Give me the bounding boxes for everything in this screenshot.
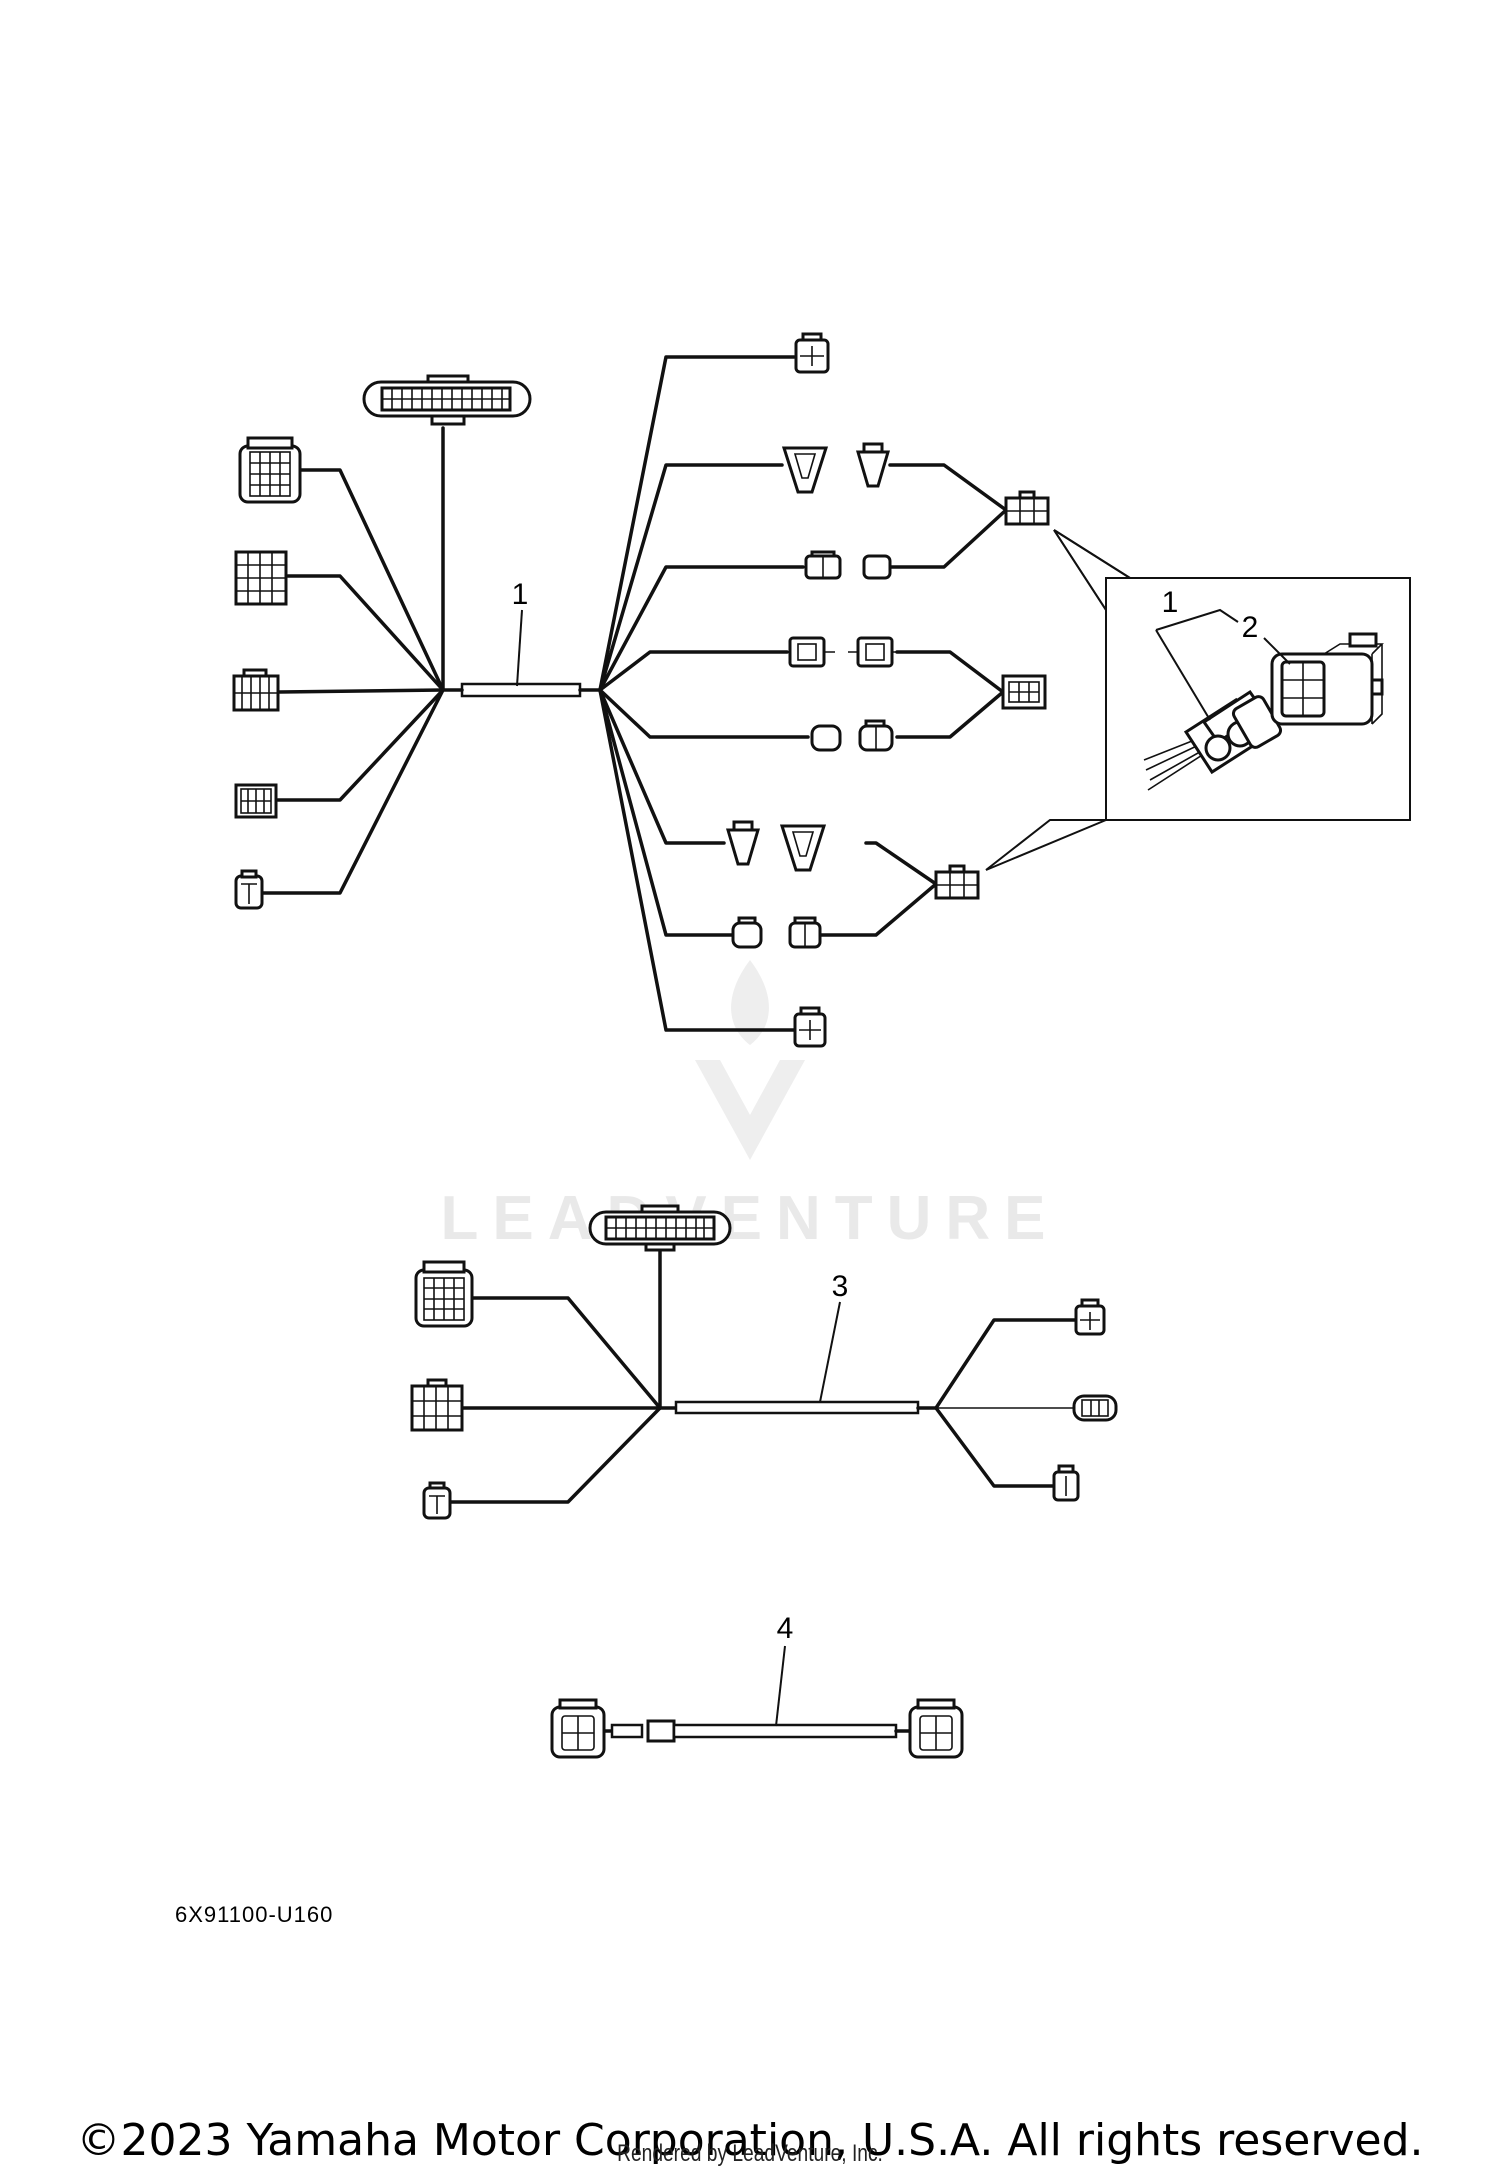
- connector-triangle-e-female: [779, 824, 827, 872]
- joint-connector-lower: [934, 864, 980, 900]
- connector-pair-b-left: [804, 550, 842, 580]
- connector-h3-right-3: [1052, 1464, 1080, 1502]
- connector-left-1: [238, 436, 302, 504]
- connector-left-3: [232, 668, 280, 712]
- callout-harness-4: 4: [777, 1612, 794, 1645]
- connector-left-5: [234, 869, 264, 910]
- connector-left-4: [234, 783, 278, 819]
- callout-detail-2: 2: [1242, 611, 1259, 644]
- connector-left-2: [234, 550, 288, 606]
- connector-pair-f-left: [731, 916, 763, 949]
- connector-h3-right-1: [1074, 1298, 1106, 1336]
- detail-inset: 1 2: [985, 529, 1411, 871]
- harness-1-assembly: 1: [232, 332, 1050, 1048]
- connector-h3-left-1: [414, 1260, 474, 1328]
- connector-triangle-e-male: [725, 820, 761, 866]
- connector-pair-f-right: [788, 916, 822, 949]
- callout-detail-1: 1: [1162, 586, 1179, 619]
- connector-pair-c-left: [779, 636, 835, 668]
- copyright-text: ©2023 Yamaha Motor Corporation, U.S.A. A…: [76, 2115, 1424, 2166]
- harness-1-sleeve: [460, 682, 582, 698]
- connector-pair-d-left: [810, 724, 842, 752]
- rendered-by-text: Rendered by LeadVenture, Inc.: [617, 2140, 883, 2167]
- harness-3-sleeve: [674, 1400, 920, 1415]
- harness-4-assembly: 4: [550, 1612, 964, 1759]
- connector-h3-left-2: [410, 1378, 464, 1432]
- connector-h4-right: [908, 1698, 964, 1759]
- harness-3-assembly: 3: [410, 1204, 1118, 1520]
- connector-pair-b-right: [862, 554, 892, 580]
- detail-terminal-connector: [1143, 689, 1283, 791]
- callout-harness-1: 1: [512, 578, 529, 611]
- connector-h4-left: [550, 1698, 606, 1759]
- part-code: 6X91100-U160: [175, 1902, 333, 1927]
- ecu-connector-top: [362, 374, 532, 426]
- connector-right-top: [794, 332, 830, 374]
- ecu-connector-harness-3: [588, 1204, 732, 1252]
- connector-triangle-a-male: [855, 442, 891, 488]
- connector-right-bottom: [793, 1006, 827, 1048]
- connector-pair-c-right: [848, 636, 902, 668]
- callout-harness-3: 3: [832, 1270, 849, 1303]
- detail-housing-connector: [1270, 632, 1384, 726]
- watermark-text: LEADVENTURE: [440, 1184, 1060, 1253]
- connector-h3-left-3: [422, 1481, 452, 1520]
- connector-pair-d-right: [858, 719, 894, 752]
- joint-connector-middle: [1001, 674, 1047, 710]
- connector-h3-right-2: [1072, 1394, 1118, 1422]
- connector-triangle-a-female: [781, 446, 829, 494]
- watermark-logo-icon: [695, 960, 805, 1160]
- joint-connector-upper: [1004, 490, 1050, 526]
